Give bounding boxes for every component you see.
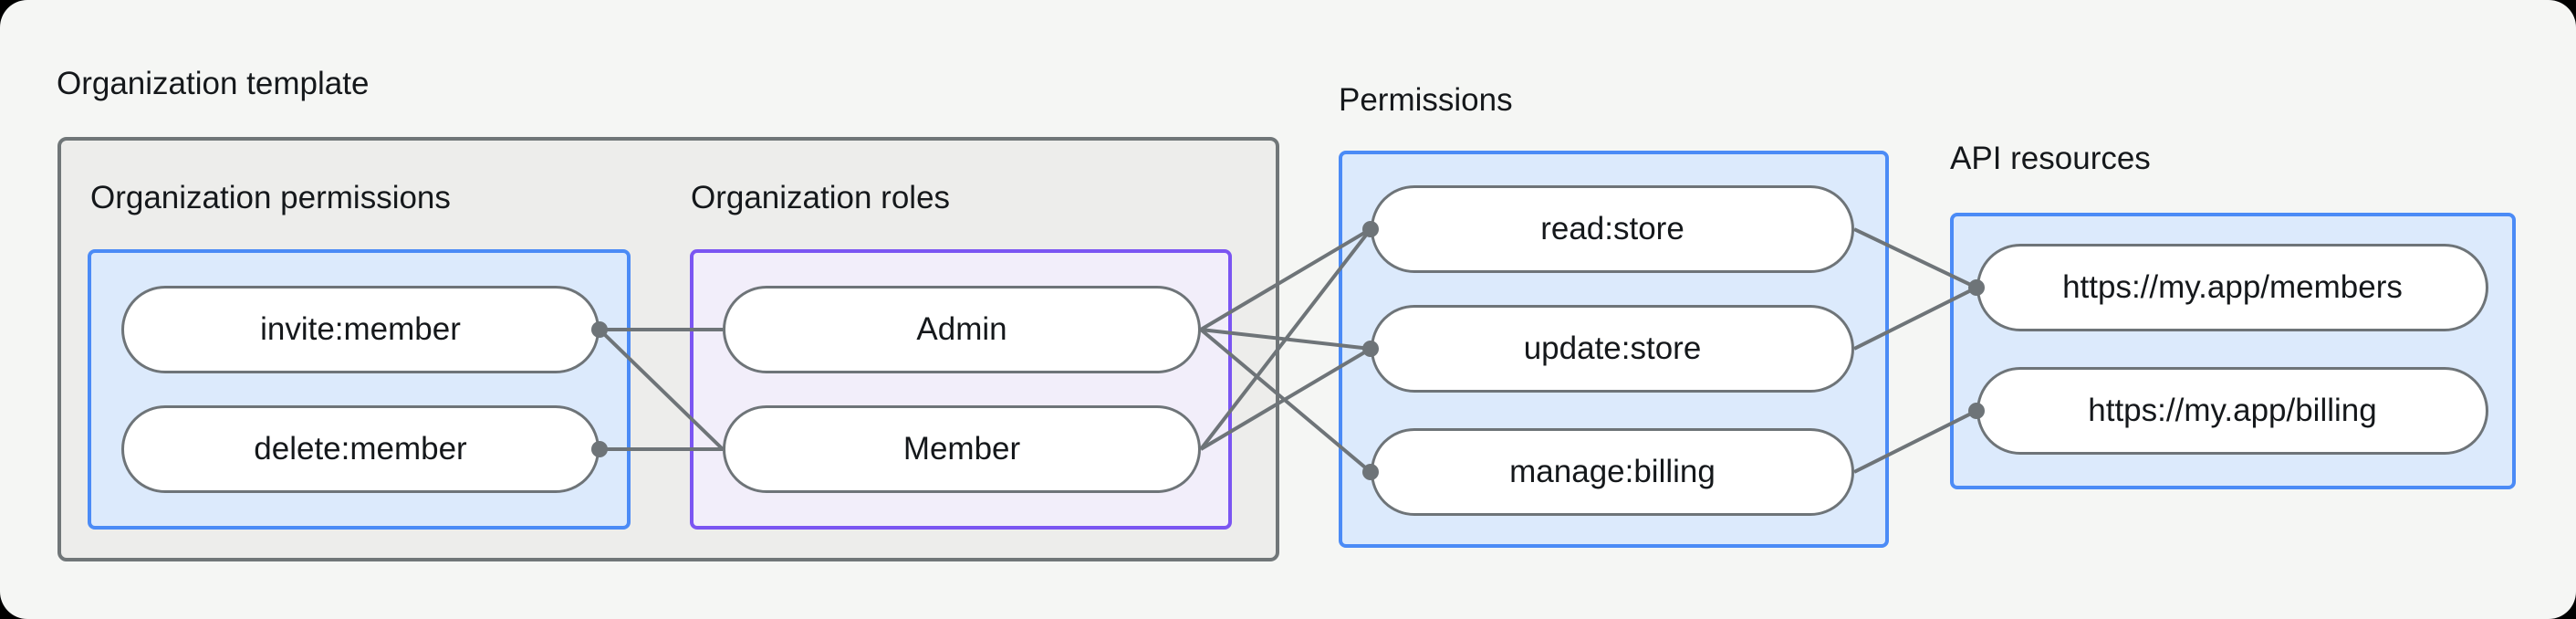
organization-permissions-label: Organization permissions [90,180,451,215]
node-update-store: update:store [1371,305,1854,393]
organization-roles-label: Organization roles [691,180,951,215]
node-read-store: read:store [1371,185,1854,273]
node-delete-member: delete:member [121,405,600,493]
node-api-members: https://my.app/members [1976,244,2488,331]
node-invite-member: invite:member [121,286,600,373]
node-manage-billing: manage:billing [1371,428,1854,516]
permissions-label: Permissions [1339,82,1513,118]
node-member: Member [723,405,1201,493]
node-read-store-label: read:store [1540,211,1684,247]
organization-template-label: Organization template [57,66,370,101]
node-invite-member-label: invite:member [260,311,461,347]
node-api-billing: https://my.app/billing [1976,367,2488,455]
api-resources-label: API resources [1950,141,2151,176]
node-update-store-label: update:store [1523,330,1702,366]
node-admin: Admin [723,286,1201,373]
node-api-billing-label: https://my.app/billing [2088,393,2377,428]
node-api-members-label: https://my.app/members [2062,269,2403,305]
node-admin-label: Admin [916,311,1007,347]
node-manage-billing-label: manage:billing [1509,454,1716,489]
node-member-label: Member [902,431,1021,467]
node-delete-member-label: delete:member [254,431,467,467]
